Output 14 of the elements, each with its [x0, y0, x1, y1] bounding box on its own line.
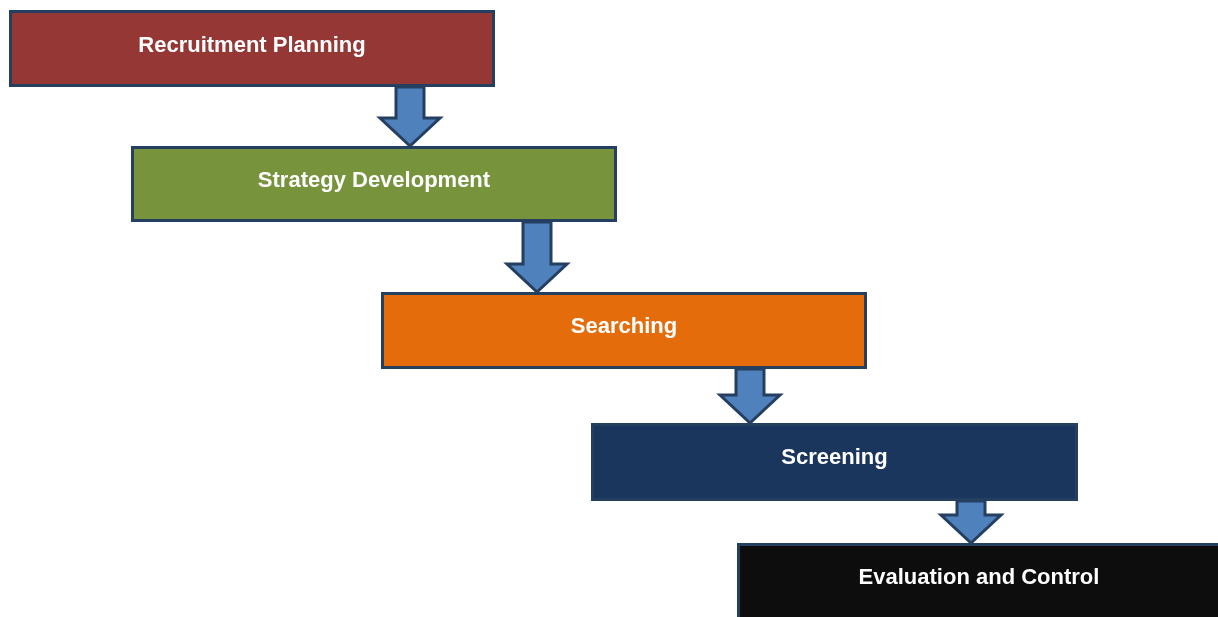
process-box: [381, 292, 867, 369]
block-arrow: [376, 85, 444, 149]
process-box: [131, 146, 617, 222]
block-arrow: [716, 367, 784, 426]
process-box: [737, 543, 1218, 617]
step-label: Evaluation and Control: [858, 564, 1100, 591]
step-label: Screening: [781, 444, 888, 471]
step-label: Recruitment Planning: [138, 32, 366, 59]
process-box: [9, 10, 495, 87]
block-arrow: [503, 220, 571, 295]
step-label: Strategy Development: [257, 167, 491, 194]
block-arrow: [937, 499, 1005, 546]
process-box: [591, 423, 1078, 501]
step-label: Searching: [570, 313, 678, 340]
